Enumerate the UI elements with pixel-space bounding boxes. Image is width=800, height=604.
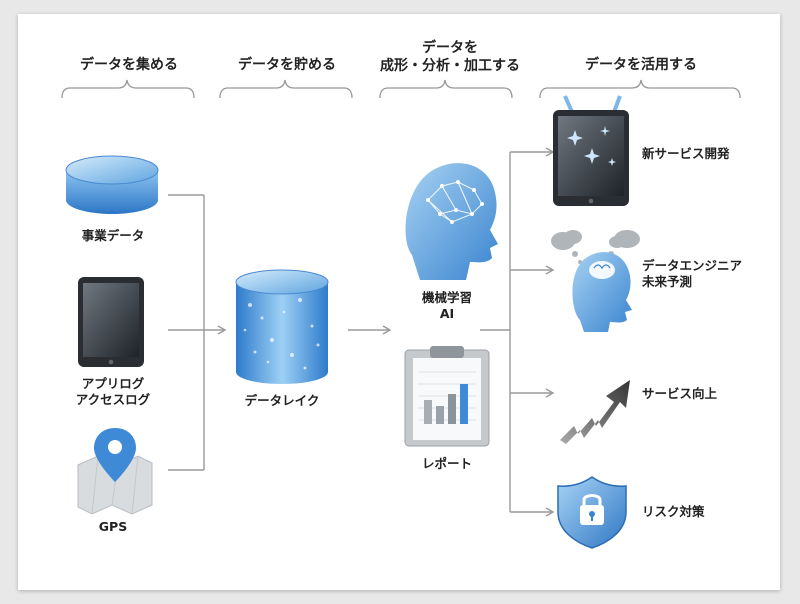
rising-arrow-icon xyxy=(560,380,630,444)
business-data-cylinder-icon xyxy=(65,155,159,214)
data-engineer-label: データエンジニア 未来予測 xyxy=(642,258,766,290)
usage-connector xyxy=(480,147,555,517)
stage-brace-store xyxy=(219,79,353,99)
machine-learning-label: 機械学習 AI xyxy=(394,290,500,322)
source-connector xyxy=(168,194,227,471)
report-clipboard-icon xyxy=(404,346,490,447)
app-log-label: アプリログ アクセスログ xyxy=(60,376,166,408)
tablet-icon xyxy=(78,277,144,367)
app-log-label-line2: アクセスログ xyxy=(75,392,151,407)
stage-title-process-line1: データを xyxy=(422,40,478,56)
risk-countermeasure-label: リスク対策 xyxy=(642,504,705,519)
data-engineer-label-line2: 未来予測 xyxy=(642,274,693,289)
new-service-tablet-icon xyxy=(553,95,629,206)
machine-learning-label-line1: 機械学習 xyxy=(421,290,472,305)
stage-title-utilize: データを活用する xyxy=(585,57,697,73)
new-service-label: 新サービス開発 xyxy=(642,146,730,161)
stage-title-collect: データを集める xyxy=(80,57,178,73)
diagram-canvas xyxy=(61,79,741,549)
report-label: レポート xyxy=(421,456,472,471)
stage-title-process-line2: 成形・分析・加工する xyxy=(380,58,520,74)
data-engineer-head-icon xyxy=(551,230,640,332)
app-log-label-line1: アプリログ xyxy=(81,376,145,391)
business-data-label: 事業データ xyxy=(81,228,145,243)
data-lake-label: データレイク xyxy=(244,393,320,408)
data-engineer-label-line1: データエンジニア xyxy=(642,258,743,273)
stage-title-store: データを貯める xyxy=(238,57,336,73)
data-lake-cylinder-icon xyxy=(235,269,329,384)
stage-brace-utilize xyxy=(539,79,741,99)
gps-label: GPS xyxy=(98,519,128,534)
security-shield-icon xyxy=(557,476,627,549)
gps-map-icon xyxy=(77,428,153,515)
diagram-card: データを集める データを貯める データを 成形・分析・加工する データを活用する… xyxy=(18,14,780,590)
stage-title-process: データを 成形・分析・加工する xyxy=(364,39,536,75)
machine-learning-label-line2: AI xyxy=(439,306,455,321)
stage-brace-process xyxy=(379,79,513,99)
service-improvement-label: サービス向上 xyxy=(642,386,718,401)
machine-learning-head-icon xyxy=(405,163,498,280)
stage-brace-collect xyxy=(61,79,195,99)
